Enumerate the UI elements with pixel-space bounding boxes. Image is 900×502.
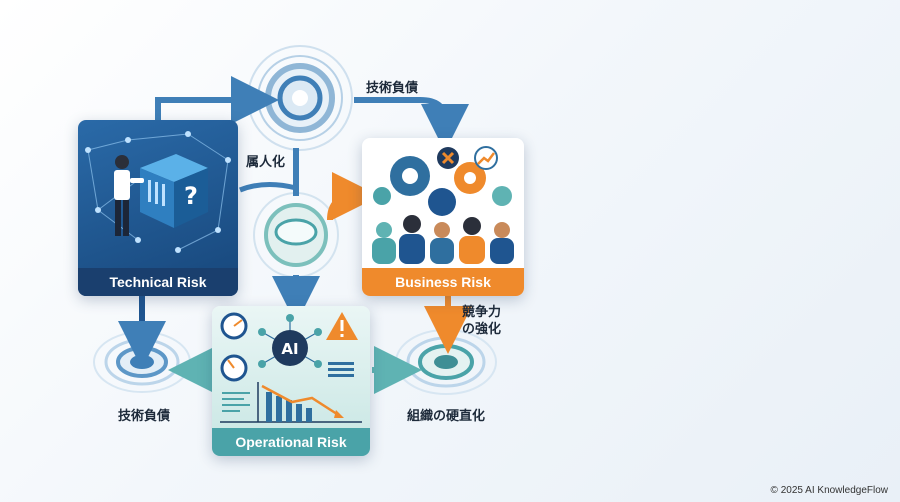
technical-risk-title: Technical Risk (78, 268, 238, 296)
tech-debt-label-bottom: 技術負債 (118, 409, 171, 424)
network-nodes (85, 131, 231, 253)
cube-icon (140, 154, 208, 228)
competitiveness-label-1: 競争力 (462, 305, 502, 320)
gauge-icon (220, 312, 248, 382)
person-figure (114, 155, 144, 236)
gear-icon (373, 156, 512, 216)
question-icon: ? (184, 182, 198, 210)
business-risk-card: Business Risk (362, 138, 524, 296)
competitiveness-label-2: の強化 (462, 322, 502, 337)
technical-risk-card: ? Technical Risk (78, 120, 238, 296)
bar-chart-icon (220, 382, 362, 423)
people-group-icon (372, 215, 514, 264)
operational-risk-title: Operational Risk (212, 428, 370, 456)
operational-risk-card: AI Operational Risk (212, 306, 370, 456)
ai-chip-label: AI (281, 340, 298, 358)
business-risk-title: Business Risk (362, 268, 524, 296)
operational-illustration: AI (220, 312, 362, 423)
trend-up-icon (474, 146, 498, 170)
tech-debt-label-top: 技術負債 (366, 81, 419, 96)
center-ring-node (253, 192, 339, 278)
personalization-label: 属人化 (246, 155, 286, 170)
close-icon (437, 147, 459, 169)
warning-icon (326, 312, 358, 340)
business-illustration (372, 146, 514, 264)
ai-network-icon: AI (258, 314, 322, 368)
technical-illustration: ? (85, 131, 231, 253)
org-rigidity-label: 組織の硬直化 (407, 409, 486, 424)
top-ring-node (247, 45, 353, 151)
list-icon (328, 362, 354, 377)
bottom-right-ripple (395, 329, 497, 395)
copyright-text: © 2025 AI KnowledgeFlow (770, 485, 888, 496)
